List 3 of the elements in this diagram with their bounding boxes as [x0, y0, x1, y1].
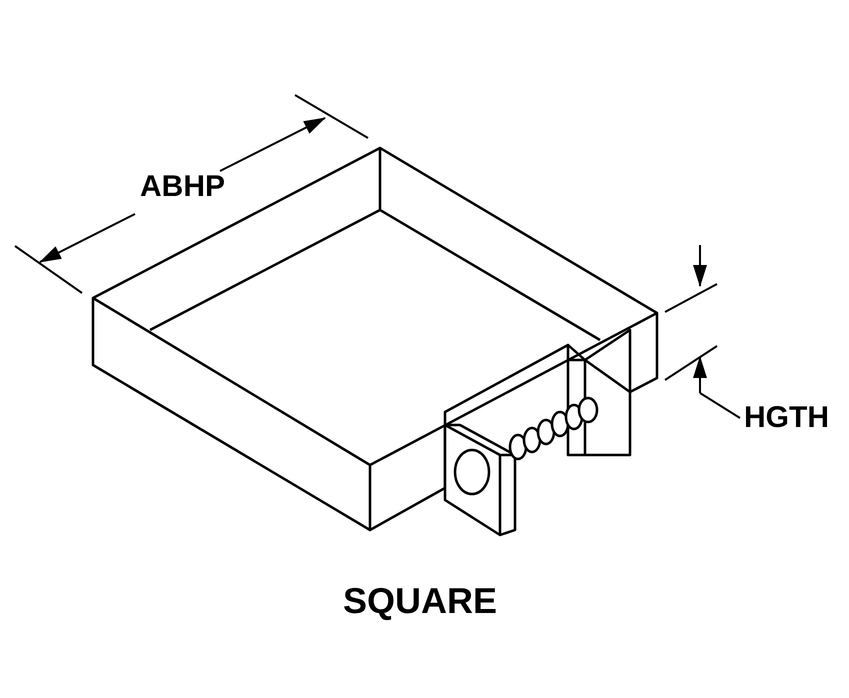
dimension-label: ABHP [140, 172, 226, 202]
dimension-label: HGTH [744, 403, 829, 433]
caption: SQUARE [343, 583, 498, 619]
